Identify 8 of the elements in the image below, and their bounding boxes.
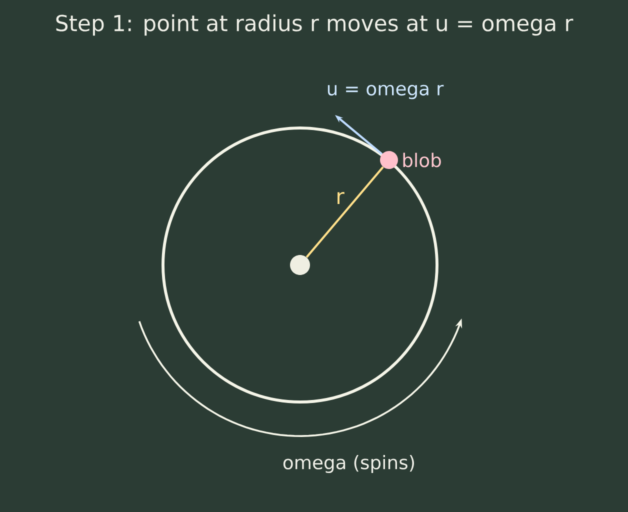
radius-line — [306, 166, 384, 258]
edge-label: u = omega r — [328, 84, 444, 100]
point-label: blob — [403, 152, 441, 168]
center-dot — [290, 255, 310, 275]
rotation-label: omega (spins) — [283, 454, 414, 474]
edge-label: r — [338, 192, 344, 204]
title: Step 1: point at radius r moves at u = omega r — [56, 14, 574, 36]
blob-point — [380, 151, 398, 169]
